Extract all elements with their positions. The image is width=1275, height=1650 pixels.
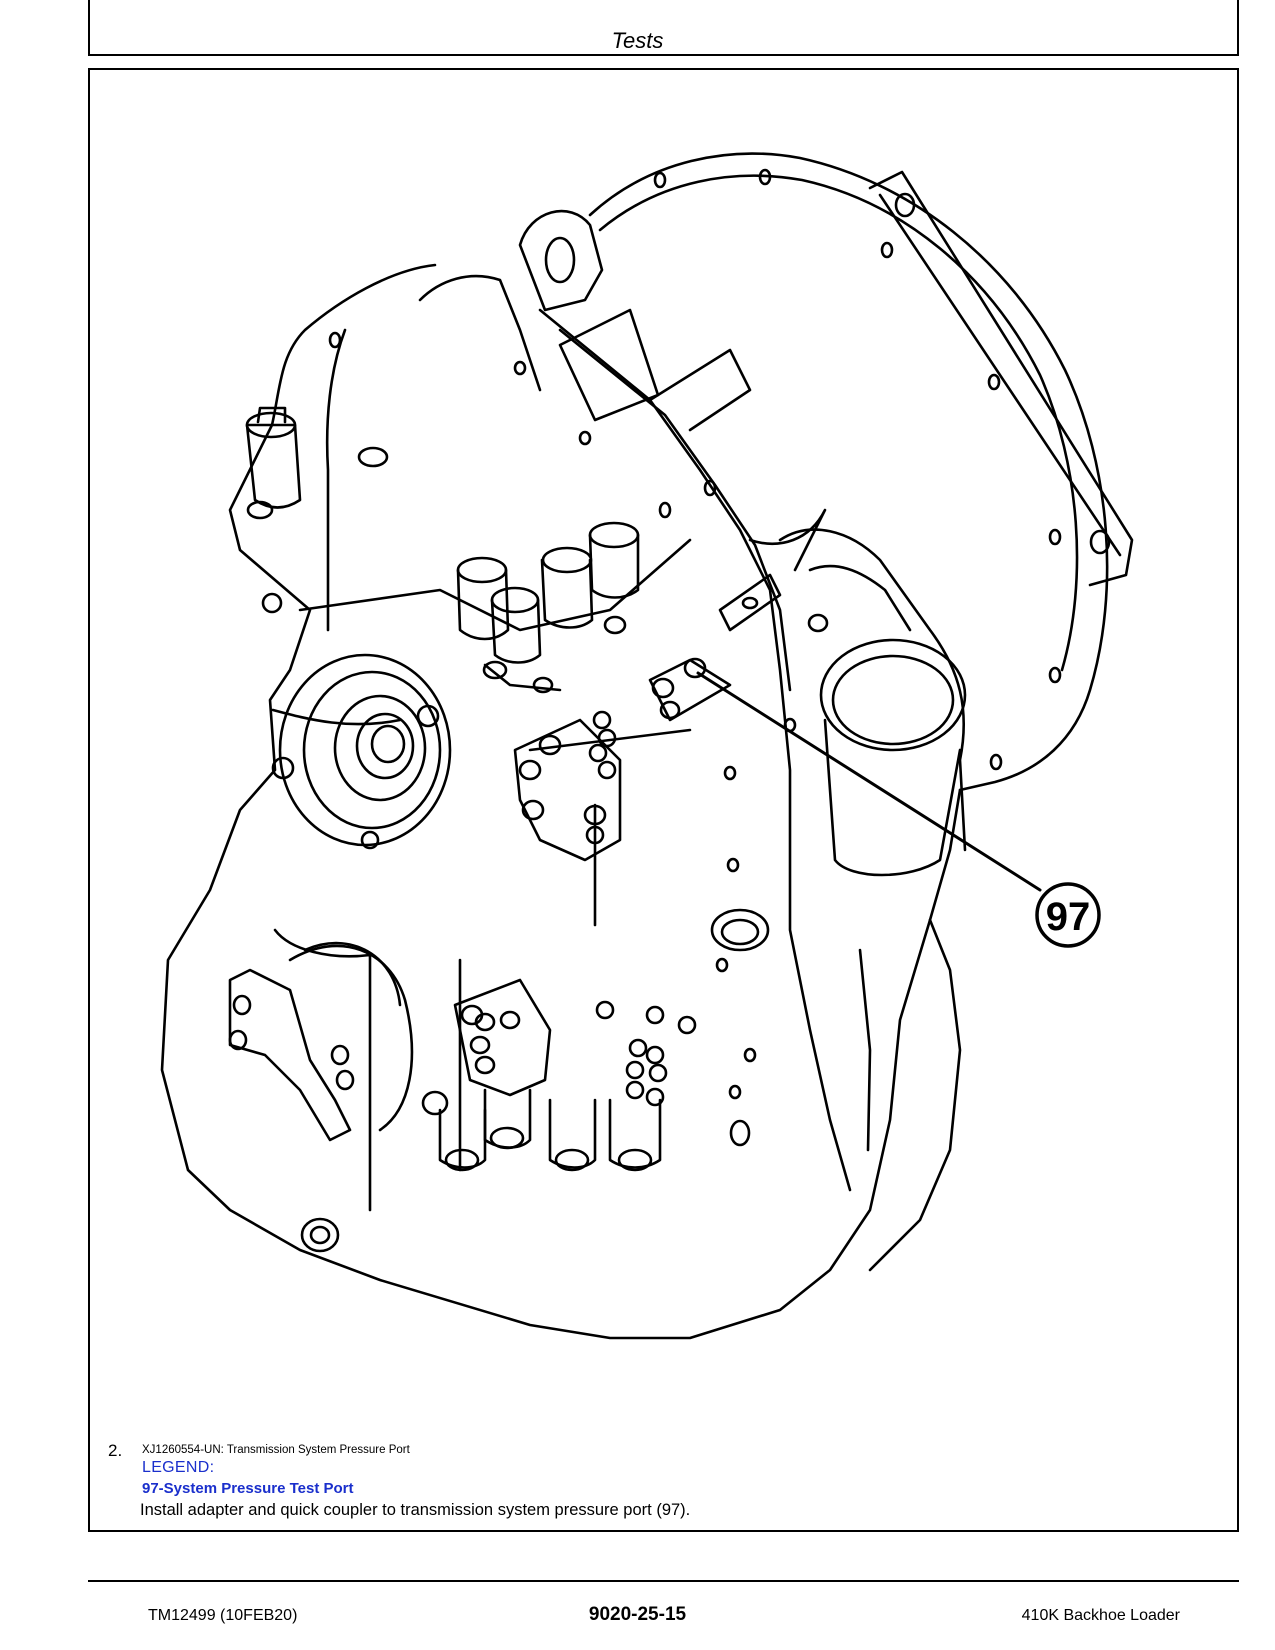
page-number: 9020-25-15 [588,1604,687,1625]
callout-label: 97 [1046,895,1091,939]
lower-valve-body-icon [421,978,697,1172]
section-title: Tests [611,28,664,53]
pressure-port-icon [648,657,732,722]
mounting-flange [868,170,1134,587]
manual-id: TM12499 (10FEB20) [148,1607,298,1624]
figure-caption: XJ1260554-UN: Transmission System Pressu… [142,1444,410,1456]
output-seal-icon [271,653,452,850]
step-instruction: Install adapter and quick coupler to tra… [140,1501,691,1519]
speed-sensor-icon [245,406,302,520]
callout-leader-line [696,671,1042,892]
content-frame: 97 [88,68,1239,1532]
lifting-eye [518,209,604,312]
legend-heading: LEGEND: [142,1459,215,1476]
callout-circle [1035,882,1101,948]
footer-divider [88,1580,1239,1582]
transmission-case [160,263,962,1340]
output-yoke-icon [228,941,414,1142]
cooler-pipe [778,528,967,852]
solenoid-cluster-icon [456,521,640,694]
valve-block-icon [513,710,622,862]
bell-housing [588,152,1109,792]
model-name: 410K Backhoe Loader [1021,1607,1180,1624]
header-frame [88,0,1239,56]
transmission-illustration: 97 [160,152,1134,1340]
step-number: 2. [108,1441,123,1460]
legend-item: 97-System Pressure Test Port [142,1480,354,1497]
